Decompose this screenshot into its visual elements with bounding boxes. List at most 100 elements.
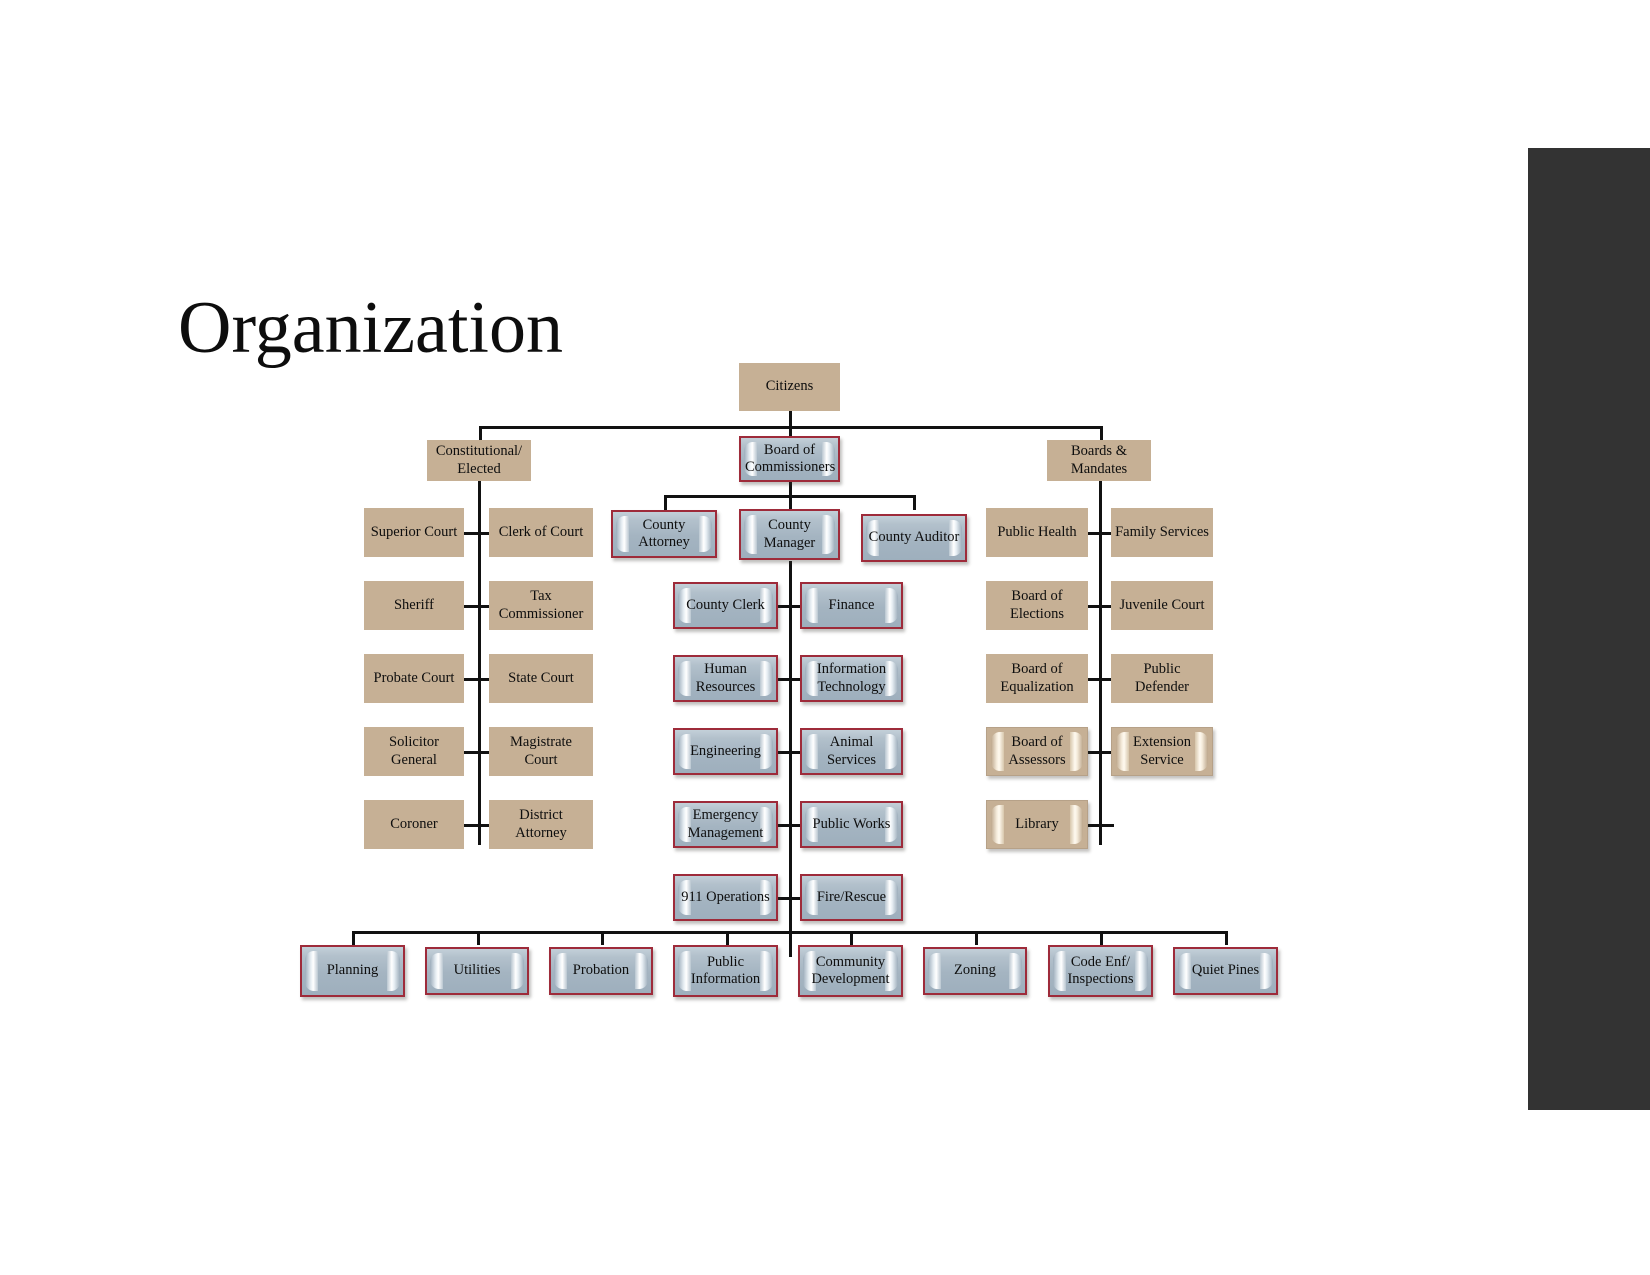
rung-manager-4 (774, 824, 804, 827)
node-coroner[interactable]: Coroner (364, 800, 464, 849)
drop-bottom-3 (601, 931, 604, 945)
node-county-attorney[interactable]: County Attorney (611, 510, 717, 558)
node-911-operations[interactable]: 911 Operations (673, 874, 778, 921)
connector-to-manager (789, 495, 792, 510)
rung-constitutional-5 (463, 824, 493, 827)
node-code-enf-inspections[interactable]: Code Enf/Inspections (1048, 945, 1153, 997)
connector-bottom-bus (352, 931, 1227, 934)
node-citizens[interactable]: Citizens (739, 363, 840, 411)
node-public-works[interactable]: Public Works (800, 801, 903, 848)
connector-board-down (789, 481, 792, 497)
node-public-health[interactable]: Public Health (986, 508, 1088, 557)
node-planning[interactable]: Planning (300, 945, 405, 997)
node-library[interactable]: Library (986, 800, 1088, 849)
rung-boards-3 (1084, 678, 1114, 681)
connector-to-boards-mandates (1100, 426, 1103, 440)
rung-constitutional-1 (463, 532, 493, 535)
node-fire-rescue[interactable]: Fire/Rescue (800, 874, 903, 921)
connector-to-auditor (913, 495, 916, 510)
node-juvenile-court[interactable]: Juvenile Court (1111, 581, 1213, 630)
connector-to-constitutional (479, 426, 482, 440)
rung-manager-5 (774, 897, 804, 900)
rung-boards-2 (1084, 605, 1114, 608)
node-label: 911 Operations (681, 888, 770, 905)
rung-manager-1 (774, 605, 804, 608)
node-label: Sheriff (393, 596, 434, 613)
drop-bottom-8 (1225, 931, 1228, 945)
connector-citizens-down (789, 411, 792, 428)
spine-constitutional (478, 481, 481, 845)
node-animal-services[interactable]: Animal Services (800, 728, 903, 775)
node-state-court[interactable]: State Court (489, 654, 593, 703)
node-label: Citizens (765, 378, 814, 395)
node-label: Quiet Pines (1191, 962, 1260, 979)
node-label: Boards &Mandates (1070, 443, 1128, 477)
connector-to-board (789, 426, 792, 440)
drop-bottom-1 (352, 931, 355, 945)
node-label: Public Defender (1135, 661, 1189, 695)
node-zoning[interactable]: Zoning (923, 947, 1027, 995)
node-label: Clerk of Court (498, 523, 584, 540)
rung-constitutional-4 (463, 751, 493, 754)
node-finance[interactable]: Finance (800, 582, 903, 629)
node-public-defender[interactable]: Public Defender (1111, 654, 1213, 703)
node-label: Public Works (812, 815, 891, 832)
node-sheriff[interactable]: Sheriff (364, 581, 464, 630)
node-label: Planning (326, 962, 379, 979)
page-title: Organization (178, 287, 563, 369)
node-probate-court[interactable]: Probate Court (364, 654, 464, 703)
node-label: County Attorney (638, 516, 690, 550)
node-clerk-of-court[interactable]: Clerk of Court (489, 508, 593, 557)
node-quiet-pines[interactable]: Quiet Pines (1173, 947, 1278, 995)
node-superior-court[interactable]: Superior Court (364, 508, 464, 557)
rung-boards-4 (1084, 751, 1114, 754)
node-county-clerk[interactable]: County Clerk (673, 582, 778, 629)
spine-boards (1099, 481, 1102, 845)
node-label: Finance (828, 596, 875, 613)
node-boards-and-mandates[interactable]: Boards &Mandates (1047, 440, 1151, 481)
node-label: Superior Court (370, 523, 458, 540)
node-county-auditor[interactable]: County Auditor (861, 514, 967, 562)
node-label: Juvenile Court (1119, 596, 1205, 613)
node-family-services[interactable]: Family Services (1111, 508, 1213, 557)
node-probation[interactable]: Probation (549, 947, 653, 995)
connector-to-attorney (664, 495, 667, 510)
node-label: Probate Court (373, 669, 455, 686)
node-label: Probation (572, 962, 630, 979)
drop-bottom-7 (1100, 931, 1103, 945)
node-label: Public Health (997, 523, 1077, 540)
node-constitutional-elected[interactable]: Constitutional/Elected (427, 440, 531, 481)
node-utilities[interactable]: Utilities (425, 947, 529, 995)
node-label: Family Services (1115, 523, 1209, 540)
spine-manager (789, 561, 792, 957)
node-engineering[interactable]: Engineering (673, 728, 778, 775)
drop-bottom-2 (477, 931, 480, 945)
